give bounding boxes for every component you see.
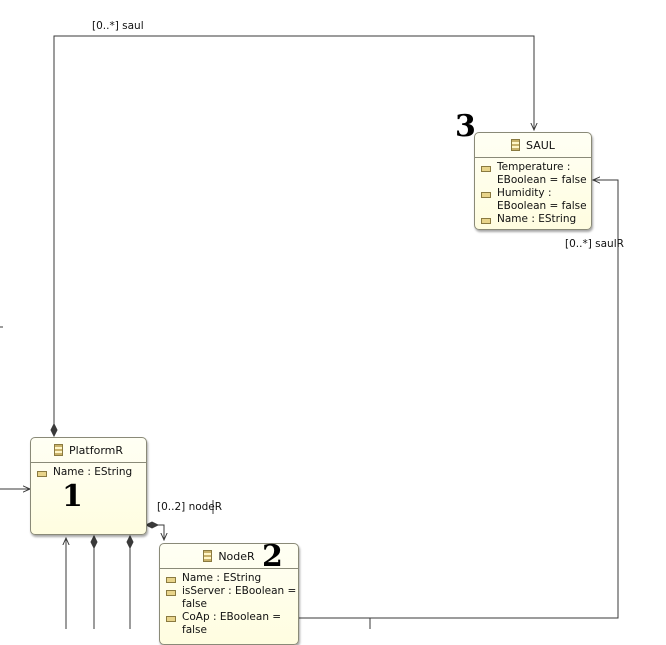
attribute-row[interactable]: isServer : EBoolean = false	[166, 585, 298, 611]
class-icon	[511, 139, 521, 151]
class-saul-name: SAUL	[526, 138, 555, 152]
diamond-bottom-3	[126, 534, 134, 550]
attribute-row[interactable]: Name : EString	[37, 466, 146, 479]
handwritten-mark-3: 3	[455, 109, 476, 144]
attribute-icon	[166, 616, 176, 622]
class-noder-attributes: Name : EString isServer : EBoolean = fal…	[160, 569, 298, 637]
class-saul-attributes: Temperature : EBoolean = false Humidity …	[475, 158, 591, 226]
attribute-label: Temperature : EBoolean = false	[497, 161, 587, 186]
attribute-label: isServer : EBoolean = false	[182, 585, 297, 610]
attribute-icon	[481, 166, 491, 172]
diamond-bottom-2	[90, 534, 98, 550]
attribute-icon	[481, 192, 491, 198]
class-platformr-name: PlatformR	[68, 443, 124, 457]
attribute-label: Name : EString	[497, 213, 577, 225]
attribute-label: Name : EString	[53, 466, 133, 478]
class-platformr-attributes: Name : EString	[31, 463, 146, 479]
class-platformr-header: PlatformR	[31, 438, 146, 463]
attribute-row[interactable]: Humidity : EBoolean = false	[481, 187, 591, 213]
attribute-label: Name : EString	[182, 572, 262, 584]
edge-label-saulr: [0..*] saulR	[565, 238, 624, 250]
handwritten-mark-2: 2	[262, 539, 283, 574]
attribute-icon	[37, 471, 47, 477]
edge-saulr	[298, 180, 619, 619]
class-icon	[203, 550, 213, 562]
attribute-row[interactable]: Name : EString	[481, 213, 591, 226]
diamond-noder	[144, 521, 160, 529]
diagram-canvas	[0, 35, 619, 629]
attribute-label: Humidity : EBoolean = false	[497, 187, 587, 212]
class-saul-header: SAUL	[475, 133, 591, 158]
edge-label-saul: [0..*] saul	[92, 20, 144, 32]
class-noder-name: NodeR	[218, 549, 255, 563]
attribute-icon	[481, 218, 491, 224]
attribute-row[interactable]: Name : EString	[166, 572, 298, 585]
class-platformr[interactable]: PlatformR Name : EString	[30, 437, 147, 535]
diamond-saul	[50, 422, 58, 438]
class-icon	[53, 444, 63, 456]
class-noder-header: NodeR	[160, 544, 298, 569]
edge-saul	[53, 35, 534, 432]
attribute-icon	[166, 590, 176, 596]
class-saul[interactable]: SAUL Temperature : EBoolean = false Humi…	[474, 132, 592, 230]
attribute-row[interactable]: Temperature : EBoolean = false	[481, 161, 591, 187]
attribute-label: CoAp : EBoolean = false	[182, 611, 282, 636]
handwritten-mark-1: 1	[62, 479, 83, 514]
edge-label-noder: [0..2] nodeR	[157, 501, 223, 513]
attribute-icon	[166, 577, 176, 583]
attribute-row[interactable]: CoAp : EBoolean = false	[166, 611, 298, 637]
